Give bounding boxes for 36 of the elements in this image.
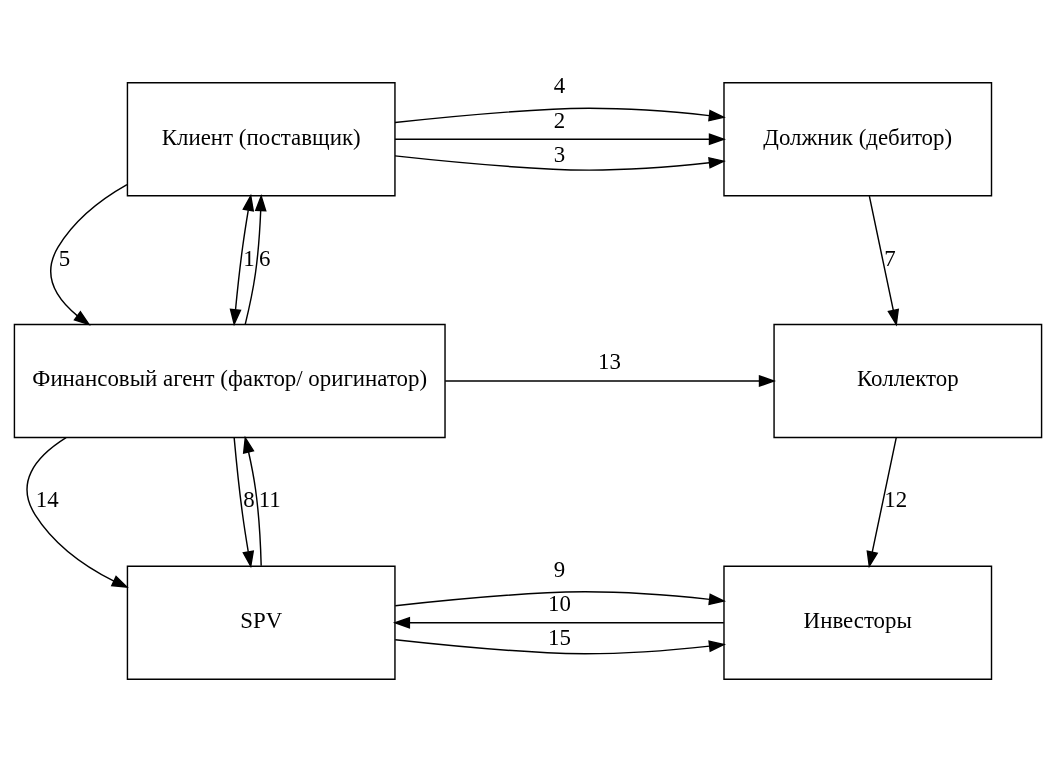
node-box: Инвесторы xyxy=(723,565,993,680)
edge-label: 15 xyxy=(548,624,571,650)
node-box: Коллектор xyxy=(773,323,1043,438)
arrow xyxy=(394,638,726,654)
arrow xyxy=(394,154,726,171)
arrow xyxy=(868,194,900,327)
arrow xyxy=(244,193,267,325)
arrow xyxy=(229,193,255,326)
node-box: Клиент (поставщик) xyxy=(126,81,396,196)
arrow xyxy=(392,616,725,629)
edge-label: 3 xyxy=(553,141,566,167)
arrow xyxy=(26,436,129,588)
edge-label: 13 xyxy=(598,348,621,374)
edge-label: 8 xyxy=(243,486,255,512)
arrow xyxy=(394,107,726,123)
arrow xyxy=(233,436,255,568)
arrow xyxy=(242,435,262,566)
edge-label: 14 xyxy=(35,486,59,512)
edge-label: 10 xyxy=(548,590,571,616)
arrow xyxy=(394,590,726,606)
arrow xyxy=(394,132,726,145)
arrow xyxy=(444,374,776,387)
edge-label: 1 xyxy=(243,245,255,271)
edge-label: 4 xyxy=(553,72,566,98)
edge-label: 6 xyxy=(259,245,271,271)
edge-label: 7 xyxy=(884,245,896,271)
edge-label: 12 xyxy=(884,486,908,512)
edge-label: 2 xyxy=(553,107,566,132)
arrow xyxy=(866,436,897,568)
edge-label: 9 xyxy=(553,556,566,582)
node-box: Должник (дебитор) xyxy=(723,81,993,196)
node-box: Финансовый агент (фактор/ оригинатор) xyxy=(13,323,446,438)
edge-label: 11 xyxy=(258,486,281,512)
arrow xyxy=(50,183,128,326)
node-box: SPV xyxy=(126,565,396,680)
edge-label: 5 xyxy=(58,245,71,271)
